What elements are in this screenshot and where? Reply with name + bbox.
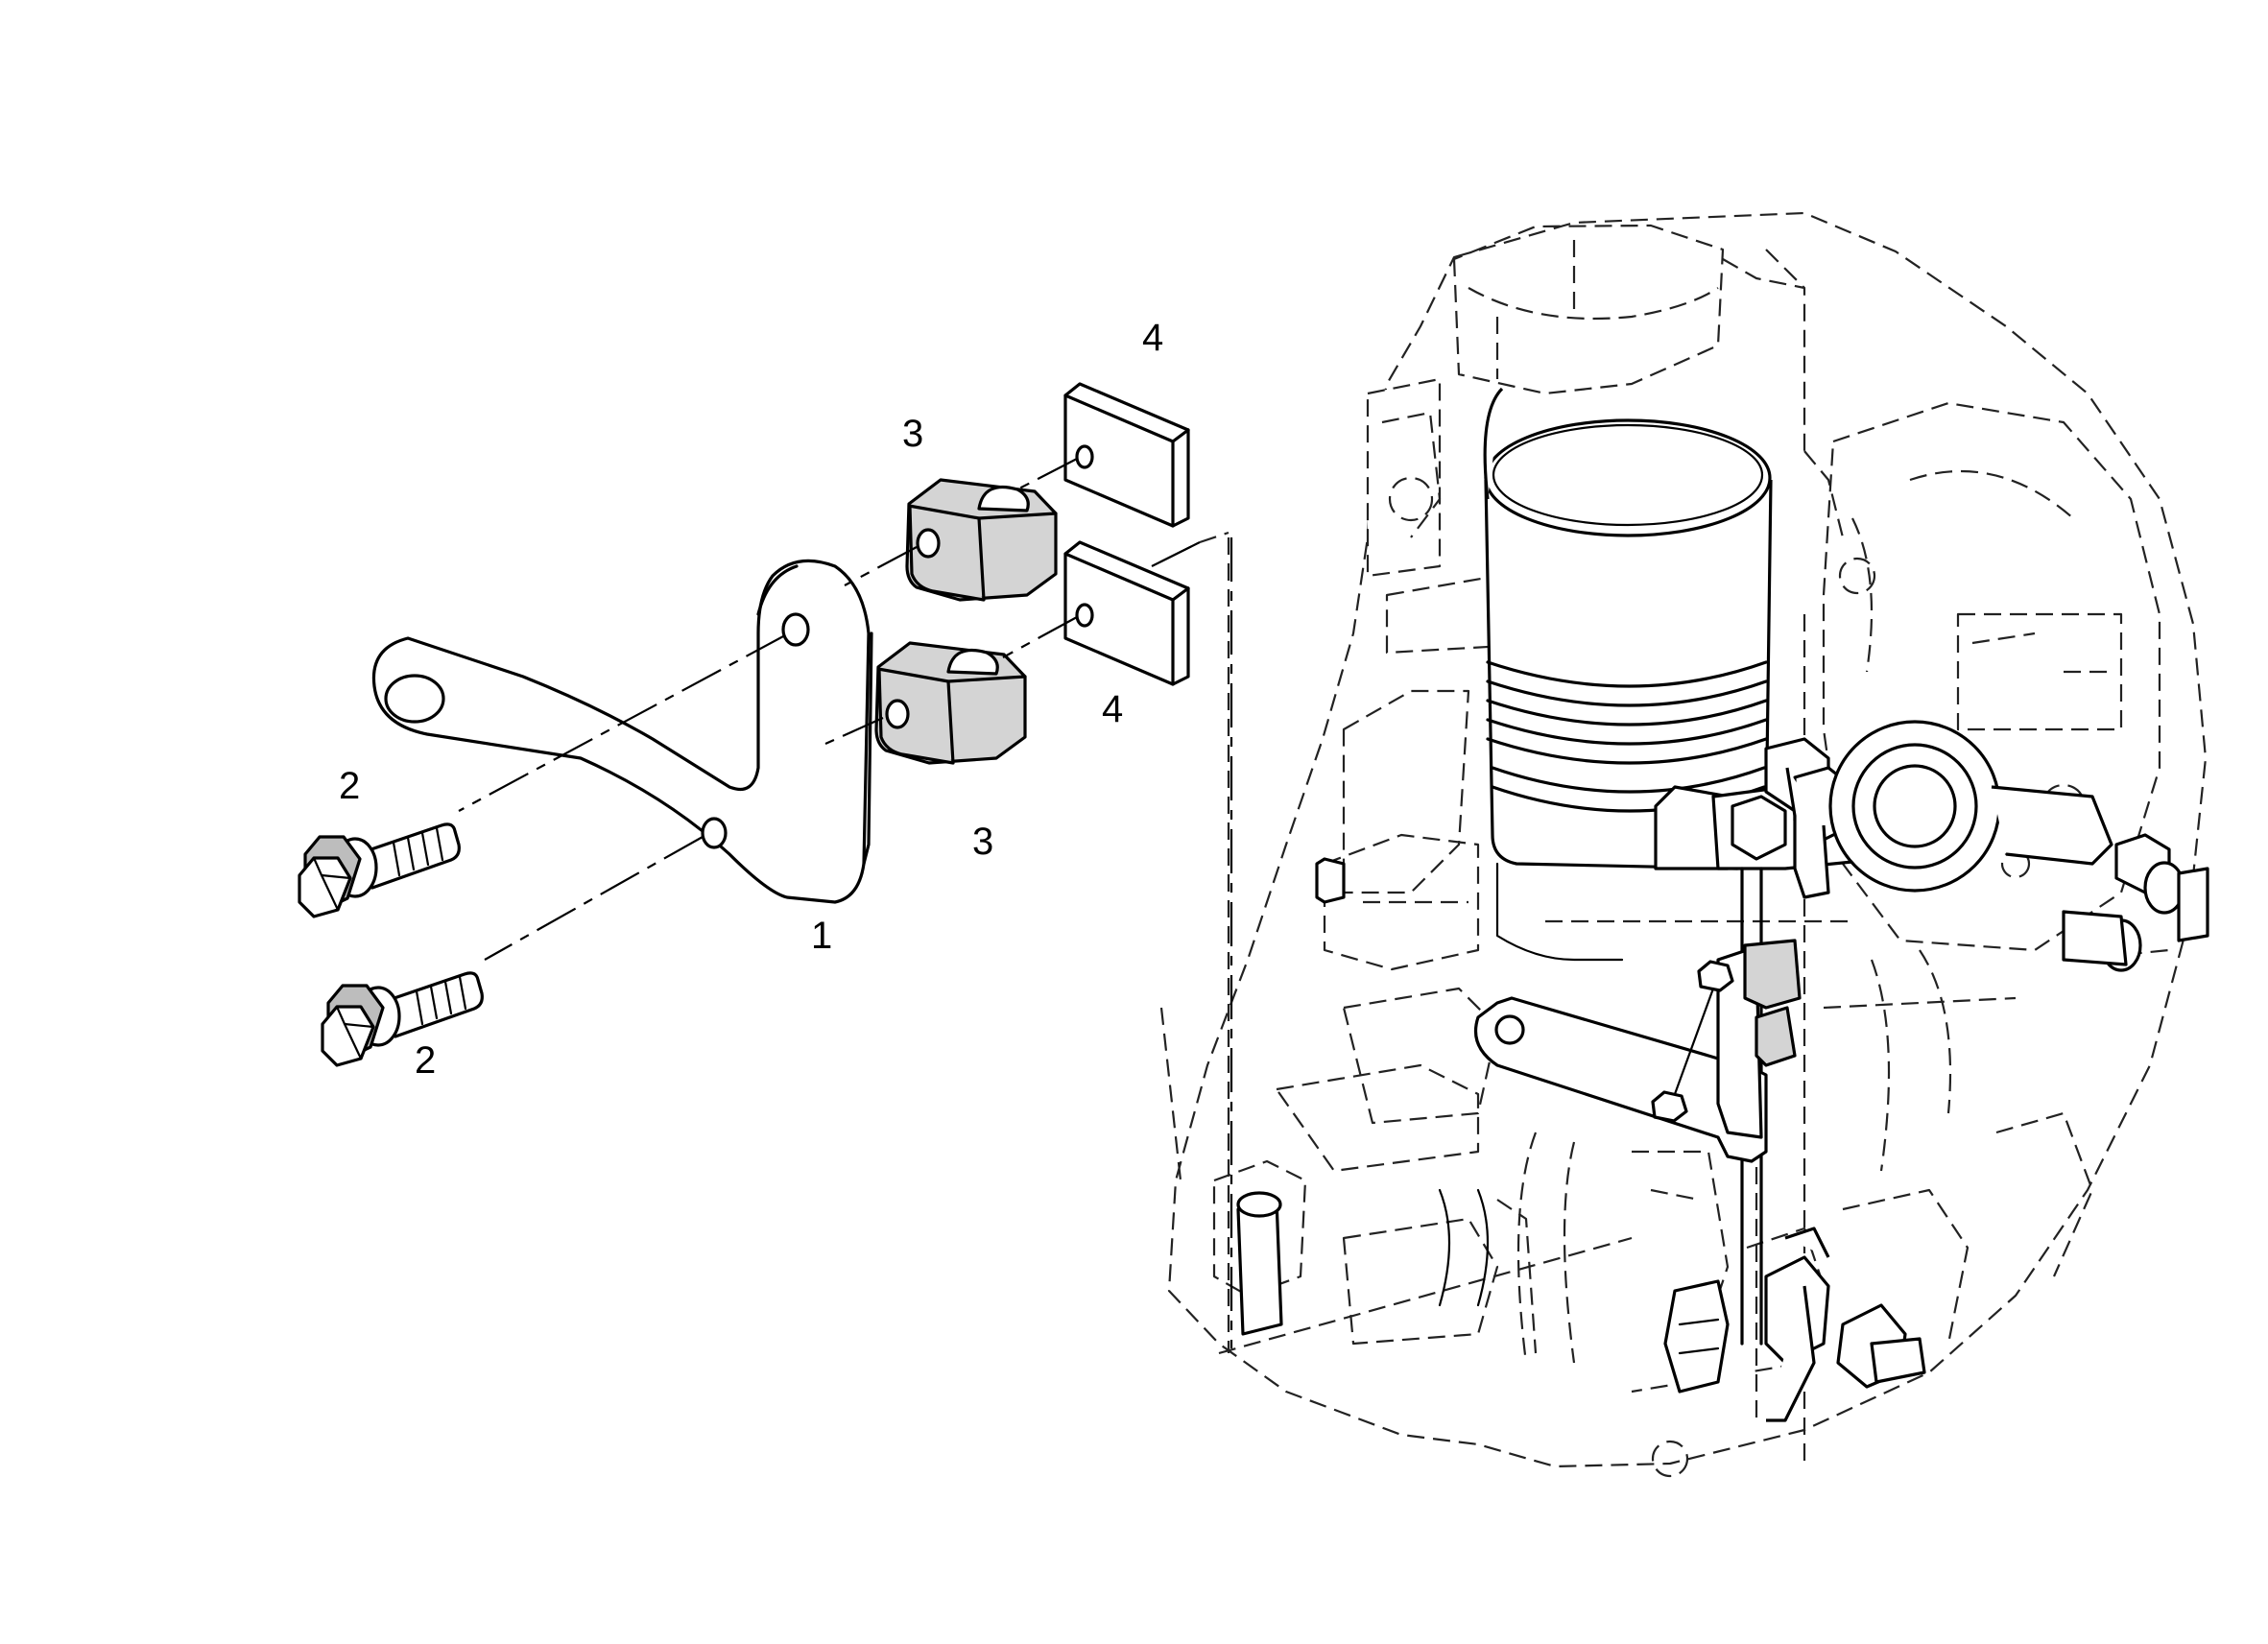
spacer-plate-part-4a [1063, 382, 1190, 528]
rubber-mount-icon [874, 641, 1027, 765]
oil-filter [1483, 387, 1773, 962]
callout-1: 1 [811, 915, 832, 957]
callout-2-lower: 2 [415, 1039, 436, 1082]
rubber-mount-part-3b [874, 641, 1027, 765]
callout-3-lower: 3 [972, 821, 993, 863]
rubber-mount-part-3a [905, 478, 1058, 602]
engine-top-housing [1452, 224, 1725, 395]
installed-bracket [1473, 939, 1802, 1163]
flange-bolt-icon [321, 971, 484, 1067]
callout-4-lower: 4 [1102, 688, 1123, 730]
bolt-part-2b [321, 971, 484, 1067]
flange-bolt-icon [298, 822, 461, 918]
pipe-fittings [1236, 720, 2209, 1422]
bolt-part-2a [298, 822, 461, 918]
explosion-leaders [458, 458, 1201, 961]
callout-2-upper: 2 [339, 765, 360, 807]
callouts: 1 2 2 3 3 4 4 [339, 317, 1163, 1082]
spacer-plate-icon [1063, 382, 1190, 528]
callout-4-upper: 4 [1142, 317, 1163, 359]
rubber-mount-icon [905, 478, 1058, 602]
spacer-plate-icon [1063, 540, 1190, 686]
engine-assembly [1159, 211, 2208, 1478]
engine-outline [1167, 211, 2208, 1468]
callout-3-upper: 3 [902, 413, 923, 455]
spacer-plate-part-4b [1063, 540, 1190, 686]
bracket-part-1 [371, 559, 873, 904]
